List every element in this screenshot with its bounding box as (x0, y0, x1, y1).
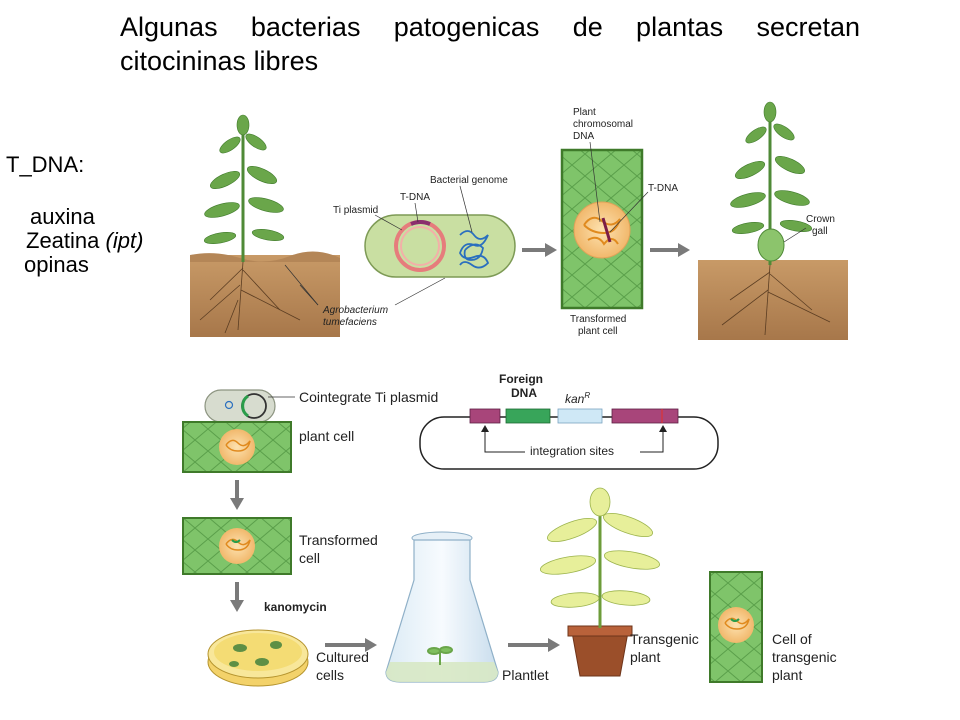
auxina-label: auxina (30, 204, 95, 229)
transformed-cell (182, 517, 292, 575)
cell-of-label-1: Cell of (772, 631, 812, 647)
transgenic-plant-label-2: plant (630, 649, 660, 665)
t-dna-label-1: T-DNA (400, 192, 430, 203)
integrated-t-dna (601, 217, 612, 243)
transgenic-plant (539, 487, 661, 677)
transgenic-plant-cell (709, 571, 763, 683)
soil-block-1 (190, 255, 340, 337)
zeatina-label: Zeatina (26, 228, 100, 253)
t-dna-label: T_DNA: (6, 152, 85, 177)
plantlet-label: Plantlet (502, 667, 549, 683)
crown-gall-tumor (757, 228, 785, 262)
cointegrate-bacterium (204, 389, 276, 423)
transformed-cell-label-2: cell (299, 550, 320, 566)
plant-cell-1 (182, 421, 292, 473)
opinas-label: opinas (24, 252, 89, 277)
petri-dish (207, 629, 309, 687)
plant-soil-left (190, 114, 340, 337)
plant-chrom-label-2: chromosomal (573, 119, 633, 130)
bacterial-genome-label: Bacterial genome (430, 175, 508, 186)
agrobacterium-label-2: tumefaciens (323, 317, 377, 328)
kanomycin-label: kanomycin (264, 600, 327, 614)
plant-crown-gall (698, 101, 848, 340)
soil-block-2 (698, 260, 848, 340)
integration-site-right (611, 408, 679, 424)
transgenic-plant-label-1: Transgenic (630, 631, 699, 647)
cultured-cells-label-2: cells (316, 667, 344, 683)
plant-cell-label: plant cell (299, 428, 354, 444)
plant-chrom-label-3: DNA (573, 131, 594, 142)
cell-of-label-3: plant (772, 667, 802, 683)
cultured-cells-label-1: Cultured (316, 649, 369, 665)
foreign-dna-label-2: DNA (511, 386, 537, 400)
ti-plasmid-map (419, 408, 719, 470)
cell-of-label-2: transgenic (772, 649, 837, 665)
kanr-segment (557, 408, 603, 424)
erlenmeyer-flask (385, 531, 499, 683)
integration-site-left (469, 408, 501, 424)
t-dna-segment (410, 220, 431, 226)
transformed-cell-label-1: Transformed (299, 532, 378, 548)
integration-sites-label: integration sites (530, 444, 614, 458)
foreign-dna-segment (505, 408, 551, 424)
transformed-plant-cell-label-2: plant cell (578, 326, 617, 337)
plant-chrom-label-1: Plant (573, 107, 596, 118)
ti-plasmid-label: Ti plasmid (333, 205, 378, 216)
slide-title: Algunas bacterias patogenicas de plantas… (120, 12, 860, 76)
kanr-label: kanR (565, 391, 590, 406)
agrobacterium-cell (364, 214, 516, 278)
ipt-label: (ipt) (105, 228, 144, 253)
crown-gall-label-2: gall (812, 226, 828, 237)
t-dna-label-2: T-DNA (648, 183, 678, 194)
cointegrate-label: Cointegrate Ti plasmid (299, 389, 438, 405)
transformed-plant-cell (560, 148, 644, 310)
foreign-dna-label-1: Foreign (499, 372, 543, 386)
crown-gall-label-1: Crown (806, 214, 835, 225)
transformed-plant-cell-label-1: Transformed (570, 314, 626, 325)
bacterial-genome-coil (459, 230, 490, 269)
agrobacterium-label-1: Agrobacterium (322, 305, 388, 316)
zeatina-row: Zeatina (ipt) (26, 228, 143, 254)
